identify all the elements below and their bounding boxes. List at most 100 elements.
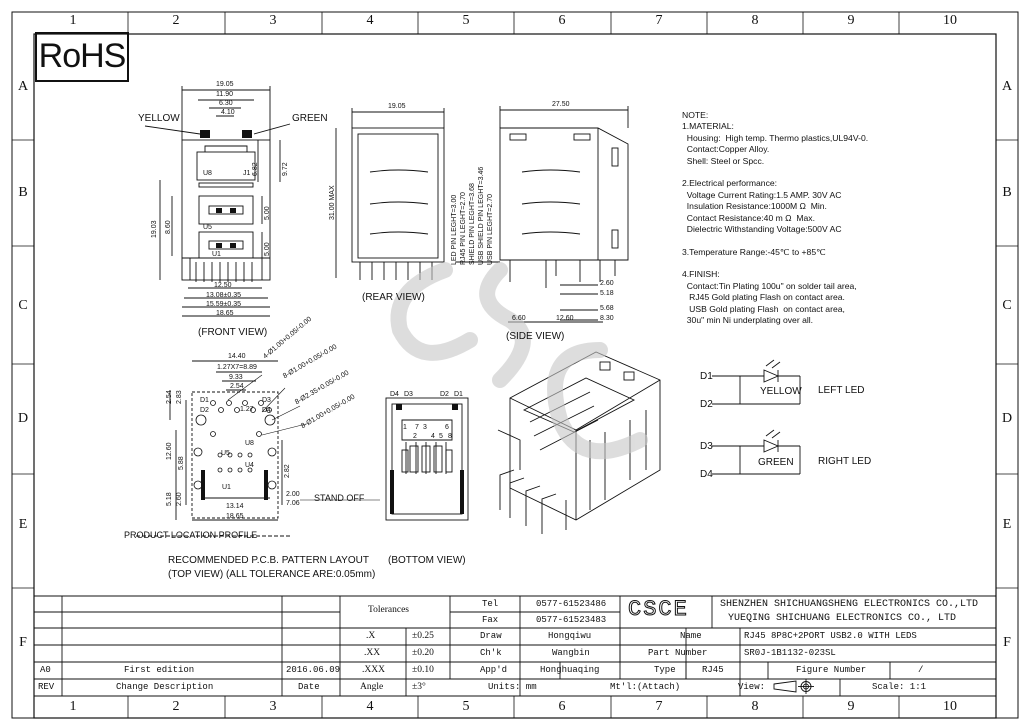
note-line: Contact Resistance:40 m Ω Max. xyxy=(682,212,815,223)
note-line: NOTE: xyxy=(682,110,709,120)
zone-row-D-left: D xyxy=(17,411,29,426)
pcb-layout-subtitle: (TOP VIEW) (ALL TOLERANCE ARE:0.05mm) xyxy=(168,569,376,580)
pcb-dim-right-2: 2.00 xyxy=(286,491,300,498)
front-led-windows xyxy=(200,130,252,248)
product-location-label: PRODUCT LOCATION PROFILE xyxy=(124,530,258,540)
front-dim-bottom-2: 13.08±0.35 xyxy=(206,292,241,299)
tolerances-label: Tolerances xyxy=(368,605,410,615)
led-d2: D2 xyxy=(700,399,713,410)
side-view-caption: (SIDE VIEW) xyxy=(506,331,565,342)
front-dim-top-2: 11.90 xyxy=(216,91,233,98)
inner-border xyxy=(33,33,997,719)
figure-number-label: Figure Number xyxy=(796,665,867,675)
part-number-value: SR0J-1B1132-023SL xyxy=(744,648,836,658)
pcb-pin-u1: U1 xyxy=(222,484,231,491)
zone-column-2-top: 2 xyxy=(172,13,180,28)
pcb-layout-drawing xyxy=(136,360,290,537)
note-line: RJ45 Gold plating Flash on contact area. xyxy=(682,292,845,303)
note-line: Shell: Steel or Spcc. xyxy=(682,155,765,166)
pcb-dim-left-2: 2.83 xyxy=(176,390,183,404)
pin-length-1: LED PIN LEGHT=3.00 xyxy=(451,194,458,265)
pcb-dim-left-6: 2.60 xyxy=(176,492,183,506)
zone-column-3-bottom: 3 xyxy=(269,699,277,714)
front-dim-left-2: 8.60 xyxy=(165,220,172,234)
rear-dim-height: 31.00 MAX xyxy=(329,185,336,220)
pcb-dim-left-1: 2.54 xyxy=(166,390,173,404)
pin-length-5: USB PIN LEGHT=2.70 xyxy=(487,193,494,265)
pcb-dim-top-3: 9.33 xyxy=(229,374,243,381)
bottom-label-d3: D3 xyxy=(404,391,413,398)
pcb-layout-title: RECOMMENDED P.C.B. PATTERN LAYOUT xyxy=(168,555,369,566)
front-jack-label-3: U5 xyxy=(203,224,212,231)
tol-angle-val: ±3° xyxy=(412,682,426,692)
bottom-label-d1: D1 xyxy=(454,391,463,398)
zone-column-4-top: 4 xyxy=(366,13,374,28)
bottom-pin-4: 4 xyxy=(431,433,435,440)
pcb-slots xyxy=(201,470,268,500)
chk-label: Ch'k xyxy=(480,648,502,658)
tol-angle: Angle xyxy=(360,682,384,692)
pcb-dim-left-5: 5.18 xyxy=(166,492,173,506)
rear-dim-width: 19.05 xyxy=(388,103,406,110)
pcb-pin-d1: D1 xyxy=(200,397,209,404)
zone-column-6-top: 6 xyxy=(558,13,566,28)
zone-row-F-right: F xyxy=(1003,635,1011,650)
led-d1: D1 xyxy=(700,371,713,382)
pcb-leaders xyxy=(227,374,380,501)
bottom-pin-5: 5 xyxy=(439,433,443,440)
pcb-dim-right-3: 7.06 xyxy=(286,500,300,507)
note-line: 4.FINISH: xyxy=(682,269,720,280)
zone-column-5-bottom: 5 xyxy=(462,699,470,714)
front-green-label: GREEN xyxy=(292,113,328,124)
front-dim-top-4: 4.10 xyxy=(221,109,235,116)
zone-row-A-right: A xyxy=(1001,79,1013,94)
bottom-pin-7: 7 xyxy=(415,424,419,431)
front-jack-label-1: U8 xyxy=(203,170,212,177)
front-view-drawing xyxy=(144,86,291,317)
zone-column-8-bottom: 8 xyxy=(751,699,759,714)
side-dim-4: 5.68 xyxy=(600,305,614,312)
side-dim-2: 2.60 xyxy=(600,280,614,287)
zone-column-5-top: 5 xyxy=(462,13,470,28)
bottom-pin-3: 3 xyxy=(423,424,427,431)
led-d4: D4 xyxy=(700,469,713,480)
note-line: 30u" min Ni underplating over all. xyxy=(682,315,814,326)
zone-column-7-top: 7 xyxy=(655,13,663,28)
bottom-pin-1: 1 xyxy=(403,424,407,431)
bottom-label-d4: D4 xyxy=(390,391,399,398)
note-line xyxy=(682,235,868,246)
front-dim-top-3: 6.30 xyxy=(219,100,233,107)
side-dim-6: 6.60 xyxy=(512,315,526,322)
bottom-pin-2: 2 xyxy=(413,433,417,440)
front-dim-bottom-4: 18.65 xyxy=(216,310,234,317)
tol-xxx: .XXX xyxy=(362,665,385,675)
pcb-pin-u5: U5 xyxy=(221,450,230,457)
note-line: Contact:Tin Plating 100u" on solder tail… xyxy=(682,280,857,291)
tol-xxx-val: ±0.10 xyxy=(412,665,434,675)
draw-value: Hongqiwu xyxy=(548,631,592,641)
company-name-2: YUEQING SHICHUANG ELECTRONICS CO., LTD xyxy=(728,613,957,624)
name-value: RJ45 8P8C+2PORT USB2.0 WITH LEDS xyxy=(744,631,917,641)
pcb-dim-top-4: 2.54 xyxy=(230,383,244,390)
chk-value: Wangbin xyxy=(552,648,590,658)
title-block-grid xyxy=(34,595,996,697)
zone-column-7-bottom: 7 xyxy=(655,699,663,714)
scale-label: Scale: 1:1 xyxy=(872,682,927,692)
front-dim-top-1: 19.05 xyxy=(216,81,234,88)
pcb-dim-right-1: 2.82 xyxy=(284,464,291,478)
pcb-pin-u8: U8 xyxy=(245,440,254,447)
appd-label: App'd xyxy=(480,665,508,675)
rear-view-drawing xyxy=(335,108,445,280)
led-schematic xyxy=(712,359,801,475)
view-symbol xyxy=(773,679,814,694)
stand-off-label: STAND OFF xyxy=(314,493,365,503)
pin-length-4: USB SHIELD PIN LEGHT=3.46 xyxy=(478,166,485,265)
side-view-drawing xyxy=(456,106,629,323)
front-jack-label-4: U1 xyxy=(212,251,221,258)
zone-row-E-left: E xyxy=(18,517,28,532)
name-label: Name xyxy=(680,631,702,641)
view-label: View: xyxy=(738,682,766,692)
side-dim-7: 12.60 xyxy=(556,315,574,322)
front-dim-bottom-1: 12.50 xyxy=(214,282,232,289)
